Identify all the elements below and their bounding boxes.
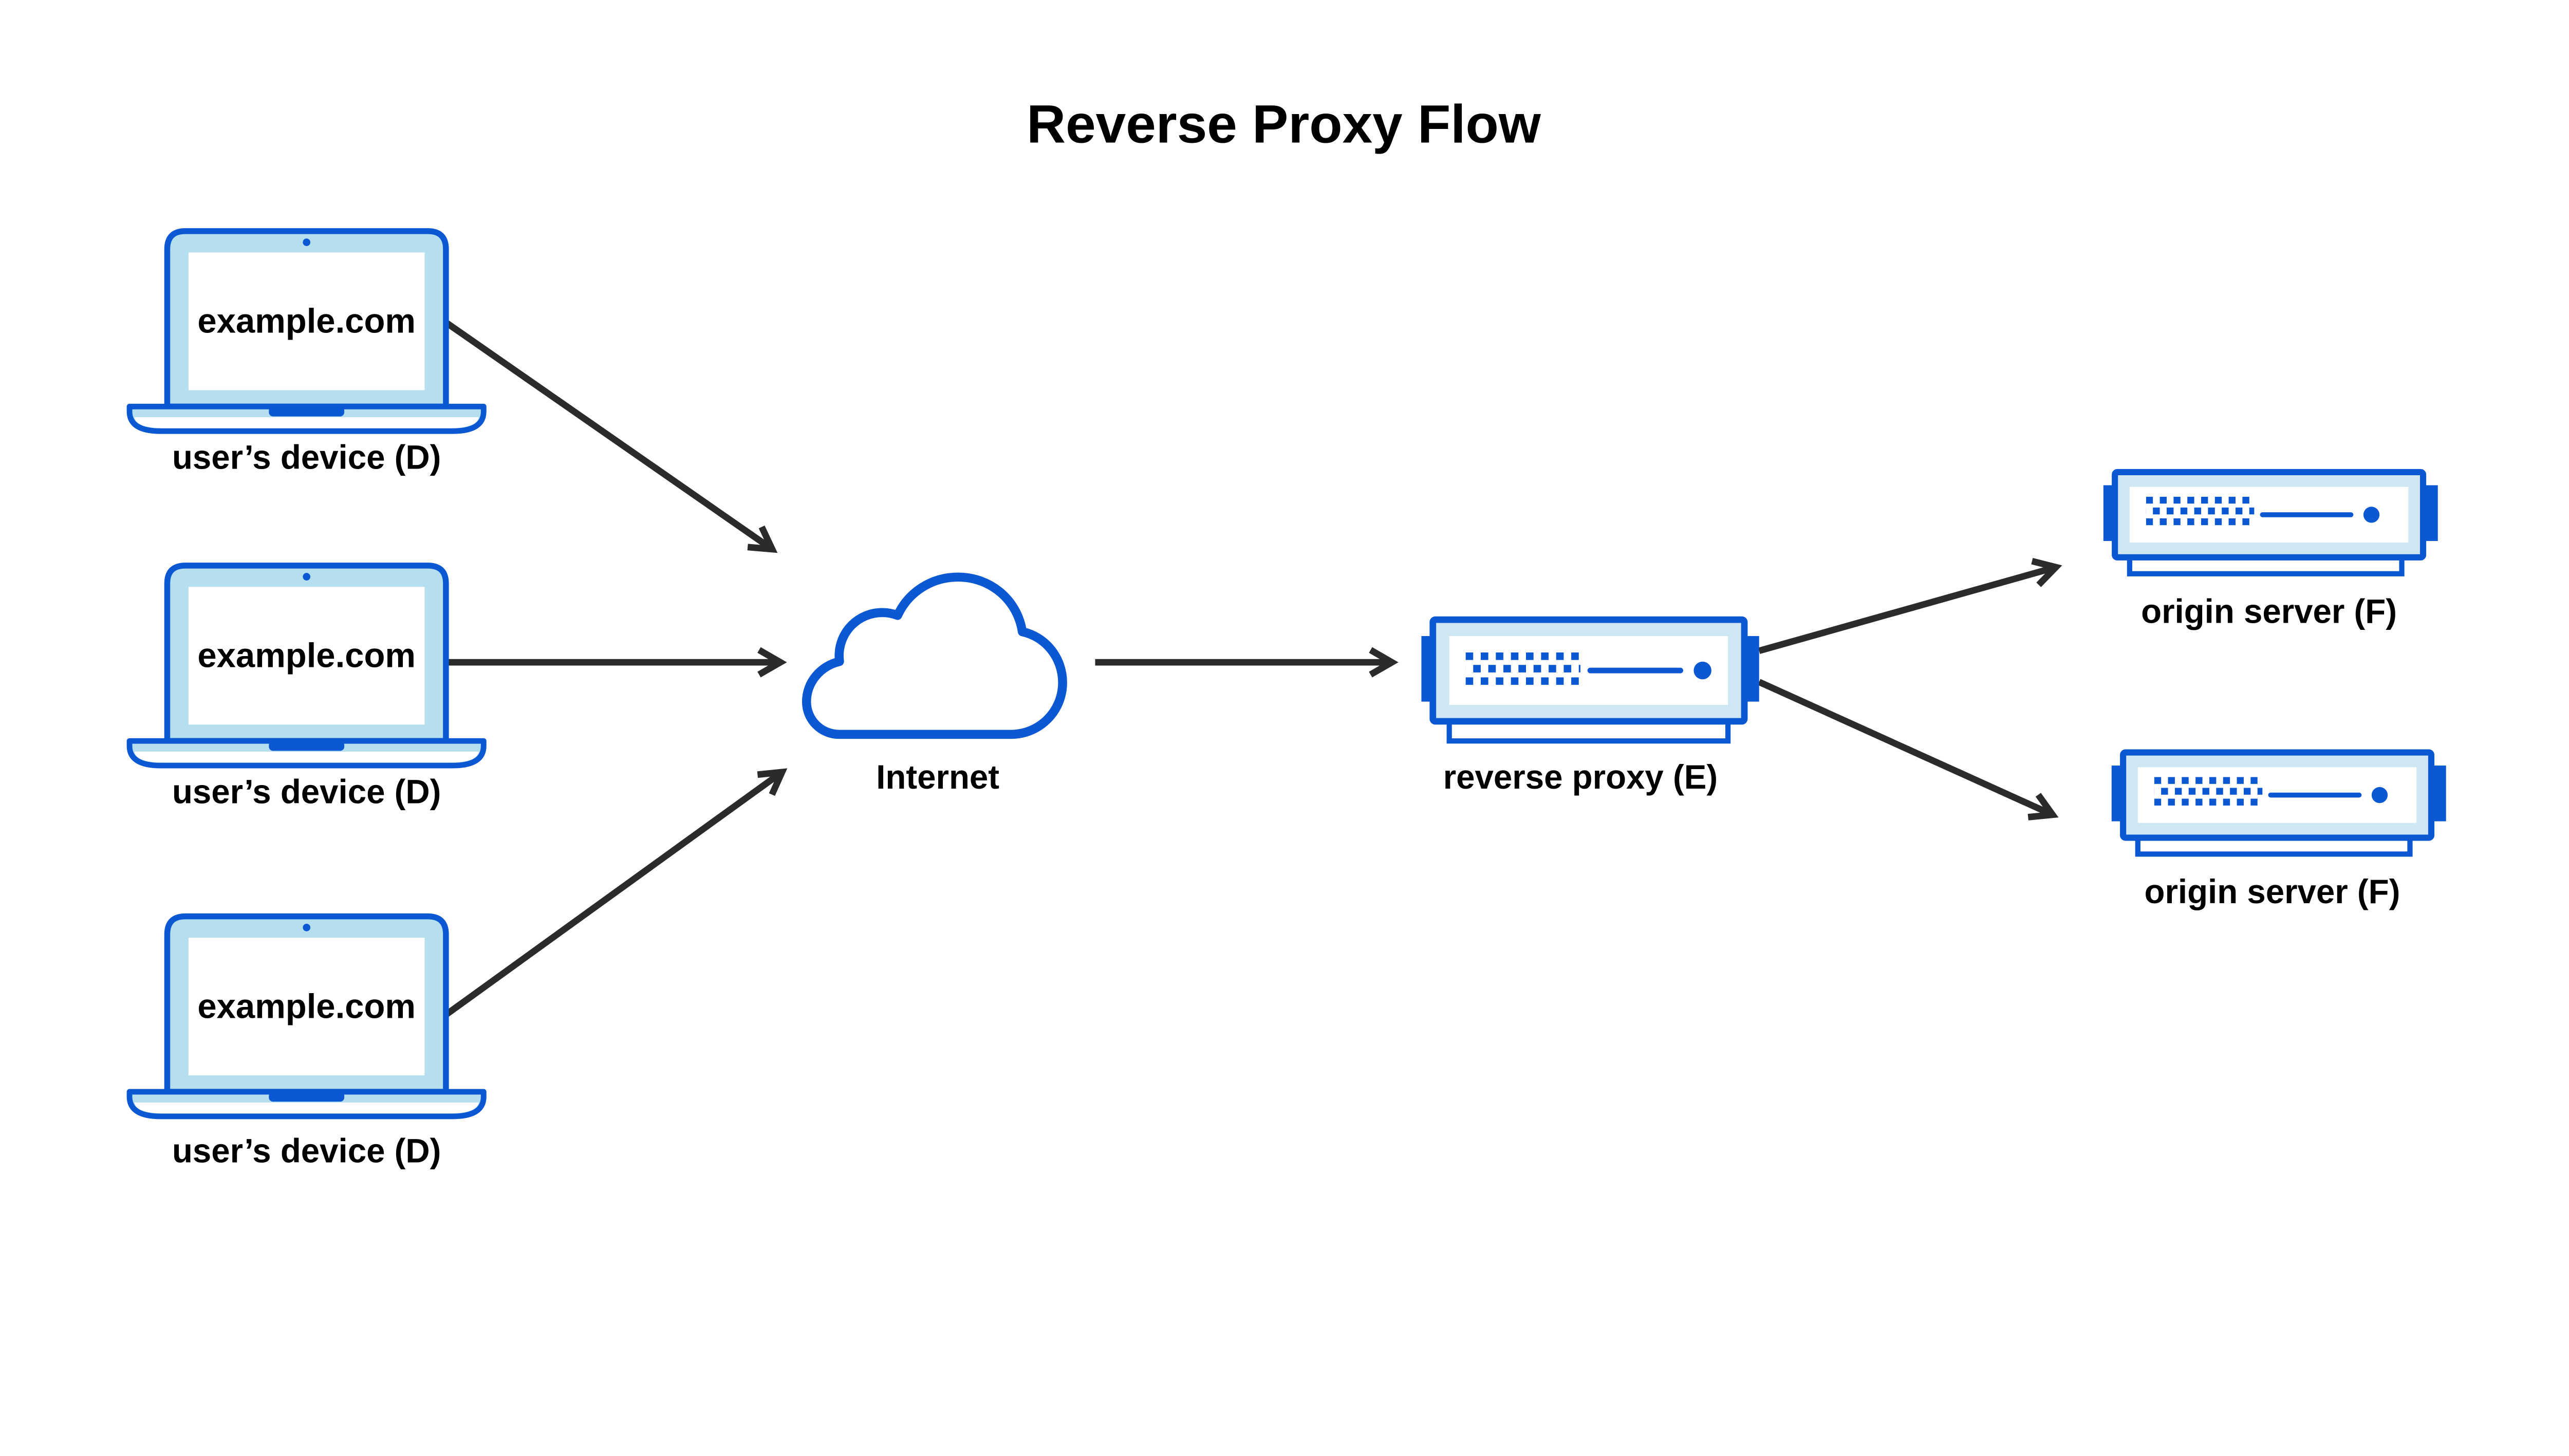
- reverse-proxy-flow-diagram: Reverse Proxy Flow example.com user’s de…: [126, 94, 2449, 1170]
- node-reverse-proxy: reverse proxy (E): [1421, 620, 1759, 796]
- node-user-device-1: example.com user’s device (D): [129, 231, 483, 476]
- node-label: user’s device (D): [172, 773, 441, 810]
- laptop-screen-text: example.com: [197, 987, 416, 1025]
- node-label: origin server (F): [2141, 593, 2397, 630]
- server-icon: [1421, 620, 1759, 741]
- server-icon: [2103, 472, 2438, 574]
- edge-proxy-origin1: [1758, 558, 2062, 654]
- page-title: Reverse Proxy Flow: [1027, 95, 1541, 155]
- node-origin-server-2: origin server (F): [2112, 753, 2446, 910]
- node-user-device-2: example.com user’s device (D): [129, 566, 483, 810]
- node-label: user’s device (D): [172, 1132, 441, 1169]
- node-label: origin server (F): [2144, 873, 2400, 910]
- node-label: user’s device (D): [172, 439, 441, 476]
- node-internet: Internet: [802, 572, 1067, 796]
- edges: [442, 319, 2062, 1018]
- laptop-screen-text: example.com: [197, 637, 416, 675]
- cloud-icon: [802, 572, 1067, 739]
- node-label: Internet: [876, 758, 999, 796]
- server-icon: [2112, 753, 2446, 854]
- laptop-screen-text: example.com: [197, 302, 416, 341]
- edge-device1-internet: [442, 319, 778, 553]
- node-origin-server-1: origin server (F): [2103, 472, 2438, 630]
- node-label: reverse proxy (E): [1443, 758, 1718, 796]
- edge-proxy-origin2: [1758, 679, 2059, 820]
- node-user-device-3: example.com user’s device (D): [129, 917, 483, 1169]
- edge-device3-internet: [444, 768, 788, 1018]
